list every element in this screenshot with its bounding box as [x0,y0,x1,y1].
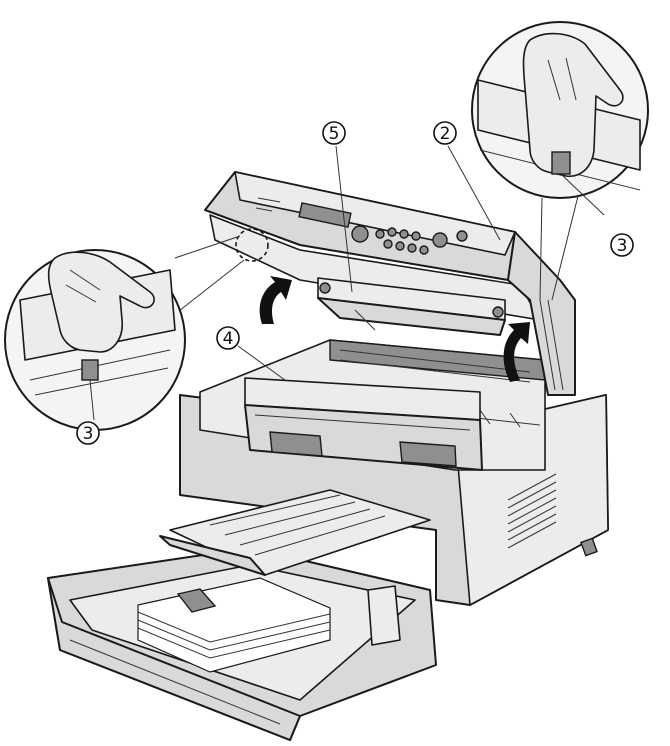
paper-tray [47,547,437,741]
lever-left [81,359,99,381]
callout-5: 5 [322,121,346,145]
callout-3-right: 3 [610,233,634,257]
callout-4: 4 [216,326,240,350]
toner-cartridge [244,377,483,471]
inner-cover [317,277,506,336]
side-vents [507,473,557,549]
lift-arrow-right-icon [503,322,530,382]
zoom-inset-left [4,249,186,431]
leader-5 [335,145,353,293]
lever-highlight [235,228,269,262]
callout-2: 2 [433,121,457,145]
hand-left [47,251,155,353]
callout-3-left: 3 [76,421,100,445]
svg-text:4: 4 [223,329,234,349]
zoom-inset-right [471,21,649,216]
leader-4 [237,345,286,381]
keypad [351,225,468,255]
hand-right [522,32,624,177]
svg-text:2: 2 [440,124,451,144]
display-screen [298,202,352,228]
leader-2 [447,145,501,241]
usb-port-icon [580,537,598,557]
svg-text:3: 3 [83,424,94,444]
lift-arrow-left-icon [259,276,292,324]
lever-right [551,151,571,175]
svg-text:5: 5 [329,124,340,144]
svg-text:3: 3 [617,236,628,256]
output-tray [159,489,431,576]
